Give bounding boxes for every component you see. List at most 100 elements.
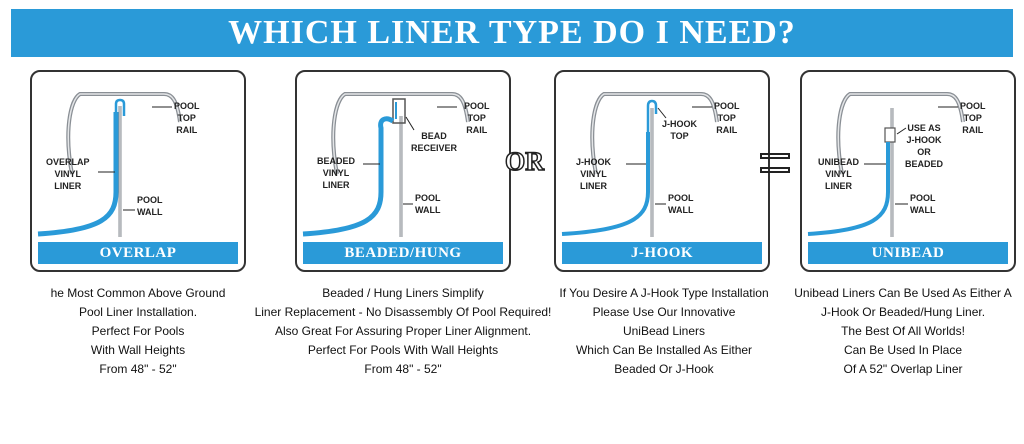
liner-label-line: OVERLAP — [46, 157, 90, 167]
liner-label-line: UNIBEAD — [818, 157, 860, 167]
wall-label-line: POOL — [137, 195, 163, 205]
liner-label: OVERLAP VINYL LINER — [46, 156, 90, 192]
liner-label-line: BEADED — [317, 156, 356, 166]
liner-label-line: VINYL — [322, 168, 350, 178]
liner-label-line: VINYL — [580, 169, 607, 179]
panel-title-beaded-hung: BEADED/HUNG — [303, 242, 503, 264]
panel-beaded-hung: POOL TOP RAIL BEAD RECEIVER BEADED VINYL… — [295, 70, 511, 272]
use-as-label-line: J-HOOK — [906, 135, 942, 145]
receiver-label-line: RECEIVER — [411, 143, 458, 153]
use-as-label-line: OR — [917, 147, 931, 157]
description-line: Beaded Or J-Hook — [614, 362, 714, 376]
receiver-label-line: BEAD — [421, 131, 447, 141]
or-separator: OR — [504, 146, 545, 177]
j-hook-diagram — [561, 92, 719, 237]
receiver-label: BEAD RECEIVER — [411, 130, 457, 154]
description-line: From 48" - 52" — [99, 362, 177, 376]
use-as-label: USE AS J-HOOK OR BEADED — [905, 122, 943, 170]
wall-label: POOL WALL — [415, 192, 441, 216]
liner-label-line: J-HOOK — [576, 157, 612, 167]
liner-label-line: VINYL — [825, 169, 852, 179]
equals-bar — [760, 153, 790, 159]
rail-label-line: TOP — [177, 113, 196, 123]
description-line: UniBead Liners — [622, 324, 706, 338]
description-line: Can Be Used In Place — [843, 343, 963, 357]
j-hook-top-label-line: TOP — [670, 131, 689, 141]
liner-label-line: LINER — [54, 181, 82, 191]
description-line: Pool Liner Installation. — [78, 305, 198, 319]
unibead-clip — [884, 127, 896, 143]
description-beaded-hung: Beaded / Hung Liners Simplify Liner Repl… — [252, 284, 554, 379]
use-as-label-line: USE AS — [907, 123, 941, 133]
description-unibead: Unibead Liners Can Be Used As Either A J… — [786, 284, 1020, 379]
panel-title-unibead: UNIBEAD — [808, 242, 1008, 264]
rail-label: POOL TOP RAIL — [174, 100, 200, 136]
rail-label-line: RAIL — [716, 125, 738, 135]
j-hook-liner — [561, 132, 650, 236]
rail-label-line: RAIL — [962, 125, 984, 135]
wall-label: POOL WALL — [137, 194, 163, 218]
description-line: Unibead Liners Can Be Used As Either A — [794, 286, 1012, 300]
wall-label: POOL WALL — [910, 192, 936, 216]
description-line: he Most Common Above Ground — [50, 286, 226, 300]
liner-label-line: LINER — [825, 181, 852, 191]
beaded-liner — [302, 116, 395, 237]
description-line: J-Hook Or Beaded/Hung Liner. — [820, 305, 986, 319]
wall-label-line: POOL — [910, 193, 936, 203]
liner-label-line: LINER — [580, 181, 607, 191]
rail-label-line: TOP — [467, 113, 486, 123]
description-line: Please Use Our Innovative — [592, 305, 736, 319]
j-hook — [646, 99, 658, 132]
description-line: Perfect For Pools — [91, 324, 185, 338]
wall-label-line: WALL — [668, 205, 694, 215]
equals-separator — [760, 151, 792, 177]
beaded-diagram — [302, 92, 470, 237]
rail-label: POOL TOP RAIL — [714, 100, 740, 136]
panel-overlap: POOL TOP RAIL OVERLAP VINYL LINER POOL W… — [30, 70, 246, 272]
title-banner: WHICH LINER TYPE DO I NEED? — [11, 9, 1013, 57]
liner-label-line: VINYL — [54, 169, 82, 179]
liner-label: J-HOOK VINYL LINER — [576, 156, 611, 192]
description-line: Which Can Be Installed As Either — [575, 343, 753, 357]
j-hook-top-label: J-HOOK TOP — [662, 118, 697, 142]
rail-label-line: POOL — [960, 101, 986, 111]
use-as-label-line: BEADED — [905, 159, 944, 169]
panel-title-overlap: OVERLAP — [38, 242, 238, 264]
bead-receiver — [392, 98, 406, 124]
wall-label-line: POOL — [668, 193, 694, 203]
rail-label-line: TOP — [717, 113, 736, 123]
description-line: Perfect For Pools With Wall Heights — [307, 343, 499, 357]
description-overlap: he Most Common Above Ground Pool Liner I… — [18, 284, 258, 379]
wall-label-line: POOL — [415, 193, 441, 203]
overlap-diagram — [37, 92, 182, 237]
rail-label-line: RAIL — [176, 125, 198, 135]
unibead-diagram — [807, 92, 965, 237]
liner-label: BEADED VINYL LINER — [317, 155, 355, 191]
liner-label: UNIBEAD VINYL LINER — [818, 156, 859, 192]
equals-bar — [760, 167, 790, 173]
description-j-hook: If You Desire A J-Hook Type Installation… — [546, 284, 782, 379]
page-title: WHICH LINER TYPE DO I NEED? — [228, 14, 796, 51]
wall-label-line: WALL — [415, 205, 441, 215]
j-hook-top-label-line: J-HOOK — [662, 119, 698, 129]
rail-label: POOL TOP RAIL — [464, 100, 490, 136]
rail-label-line: RAIL — [466, 125, 488, 135]
rail-label-line: POOL — [174, 101, 200, 111]
description-line: Beaded / Hung Liners Simplify — [322, 286, 484, 300]
panel-j-hook: POOL TOP RAIL J-HOOK TOP J-HOOK VINYL LI… — [554, 70, 770, 272]
panel-title-j-hook: J-HOOK — [562, 242, 762, 264]
description-line: The Best Of All Worlds! — [841, 324, 965, 338]
description-line: If You Desire A J-Hook Type Installation — [559, 286, 769, 300]
wall-label-line: WALL — [910, 205, 936, 215]
overlap-liner-top — [114, 98, 126, 116]
wall-label: POOL WALL — [668, 192, 694, 216]
description-line: From 48" - 52" — [364, 362, 442, 376]
panel-unibead: POOL TOP RAIL USE AS J-HOOK OR BEADED UN… — [800, 70, 1016, 272]
liner-label-line: LINER — [322, 180, 350, 190]
rail-label-line: TOP — [963, 113, 982, 123]
unibead-liner — [807, 142, 890, 236]
description-line: Liner Replacement - No Disassembly Of Po… — [254, 305, 552, 319]
wall-label-line: WALL — [137, 207, 163, 217]
description-line: With Wall Heights — [90, 343, 186, 357]
description-line: Also Great For Assuring Proper Liner Ali… — [274, 324, 532, 338]
